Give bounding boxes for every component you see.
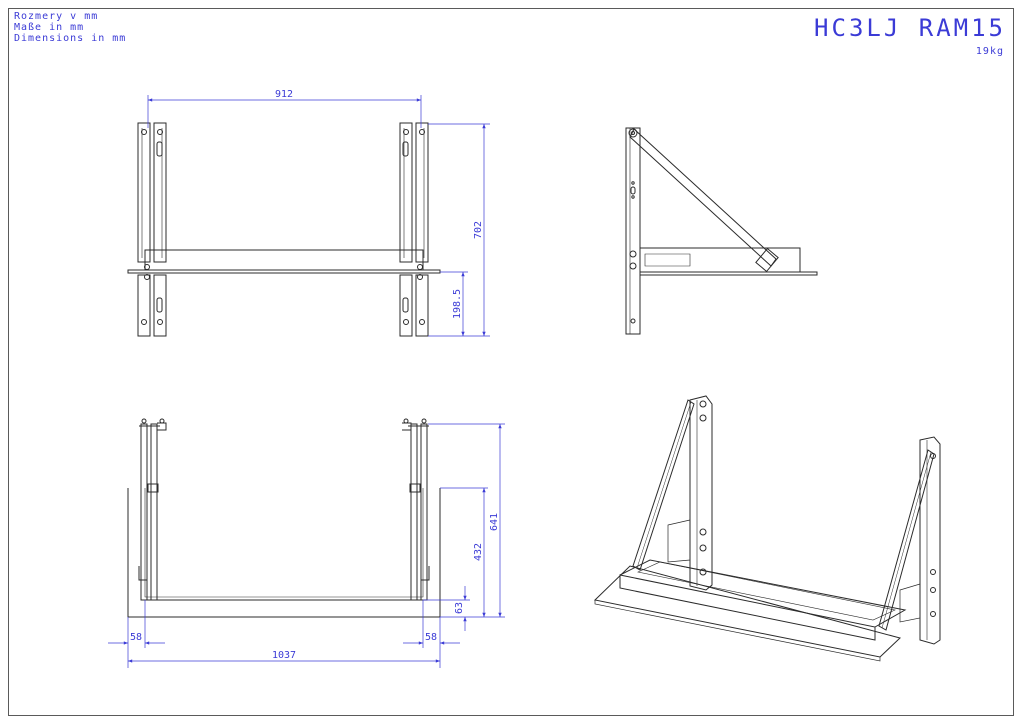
- units-line-sk: Rozmery v mm: [14, 11, 99, 22]
- front-dimensions: [147, 95, 490, 337]
- dim-top-left-offset: 58: [130, 632, 142, 643]
- top-dimensions: [108, 423, 505, 668]
- dim-front-width: 912: [275, 89, 293, 100]
- dim-top-height-inner: 432: [473, 543, 484, 561]
- front-view: [127, 122, 441, 337]
- side-view: [625, 127, 818, 335]
- dim-front-lower: 198.5: [452, 289, 463, 319]
- dim-front-height: 702: [473, 221, 484, 239]
- top-view: [127, 418, 441, 618]
- units-line-de: Maße in mm: [14, 22, 85, 33]
- units-note: Rozmery v mm Maße in mm Dimensions in mm: [14, 11, 126, 44]
- drawing-frame: [8, 8, 1014, 716]
- dim-top-right-offset: 58: [425, 632, 437, 643]
- dim-top-height-total: 641: [489, 513, 500, 531]
- model-title: HC3LJ RAM15: [814, 14, 1006, 42]
- dim-top-step: 63: [454, 602, 465, 614]
- weight-label: 19kg: [975, 46, 1004, 57]
- units-line-en: Dimensions in mm: [14, 33, 127, 44]
- dim-top-width: 1037: [272, 650, 296, 661]
- isometric-view: [593, 395, 941, 662]
